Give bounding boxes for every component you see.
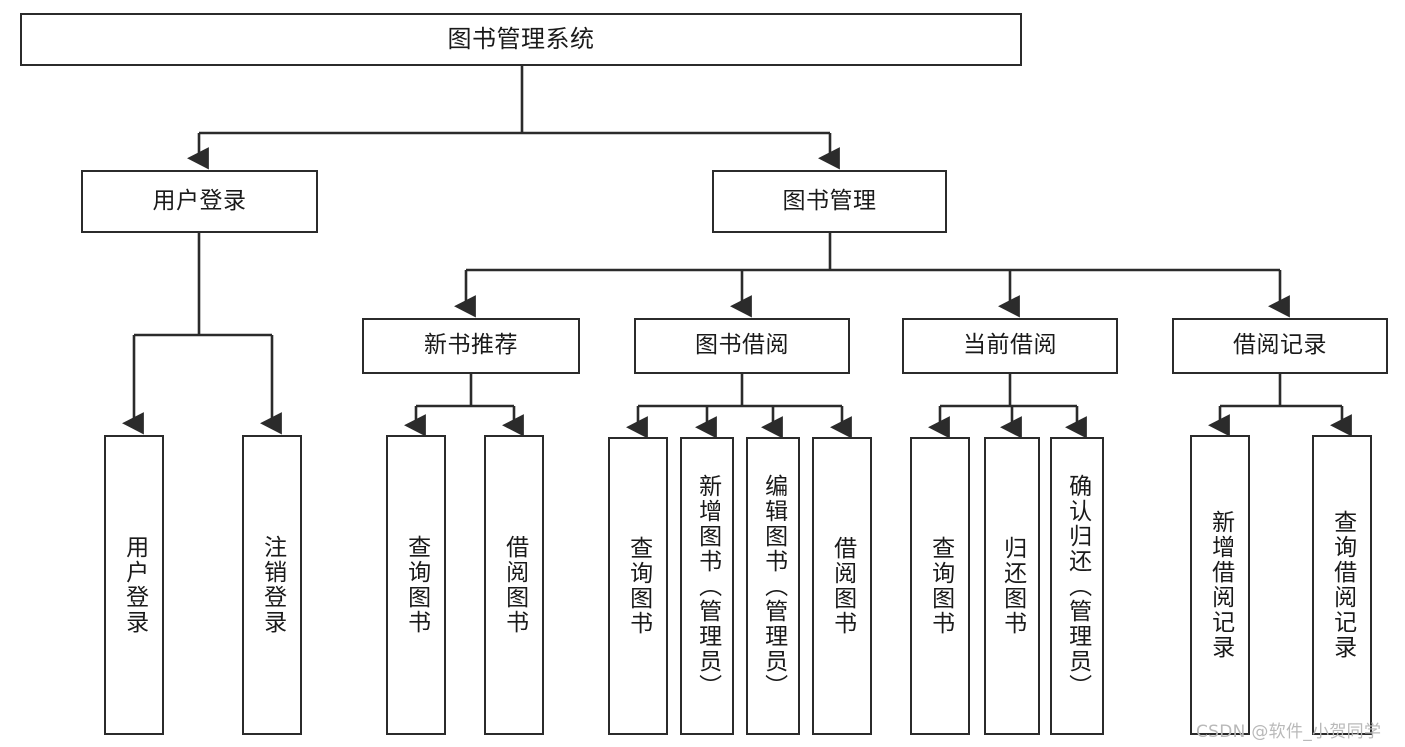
leaf-edit-book-admin-label: 编辑图书（管理员） [760,473,787,699]
node-new-book-recommend[interactable]: 新书推荐 [362,318,580,374]
node-borrow-record[interactable]: 借阅记录 [1172,318,1388,374]
leaf-add-book-admin[interactable]: 新增图书（管理员） [680,437,734,735]
node-current-borrow-label: 当前借阅 [963,332,1057,359]
leaf-query-book-current[interactable]: 查询图书 [910,437,970,735]
leaf-query-borrow-record-label: 查询借阅记录 [1329,510,1356,660]
leaf-query-book-borrow-label: 查询图书 [625,536,652,636]
leaf-query-book-current-label: 查询图书 [927,536,954,636]
node-book-management-label: 图书管理 [782,187,877,214]
leaf-logout-label: 注销登录 [259,535,286,635]
leaf-return-book-label: 归还图书 [999,536,1026,636]
leaf-query-borrow-record[interactable]: 查询借阅记录 [1312,435,1372,735]
leaf-confirm-return-admin[interactable]: 确认归还（管理员） [1050,437,1104,735]
node-current-borrow[interactable]: 当前借阅 [902,318,1118,374]
node-user-login-label: 用户登录 [152,187,247,214]
node-book-borrow[interactable]: 图书借阅 [634,318,850,374]
node-root-label: 图书管理系统 [447,25,595,54]
leaf-edit-book-admin[interactable]: 编辑图书（管理员） [746,437,800,735]
leaf-add-borrow-record-label: 新增借阅记录 [1207,510,1234,660]
leaf-return-book[interactable]: 归还图书 [984,437,1040,735]
node-book-management[interactable]: 图书管理 [712,170,947,233]
leaf-borrow-book-recommend[interactable]: 借阅图书 [484,435,544,735]
leaf-user-login-label: 用户登录 [121,535,148,635]
node-root[interactable]: 图书管理系统 [20,13,1022,66]
node-borrow-record-label: 借阅记录 [1233,332,1327,359]
leaf-logout[interactable]: 注销登录 [242,435,302,735]
csdn-watermark: CSDN @软件_小贺同学 [1196,722,1382,742]
leaf-query-book-recommend[interactable]: 查询图书 [386,435,446,735]
leaf-borrow-book-label: 借阅图书 [829,536,856,636]
leaf-query-book-recommend-label: 查询图书 [403,535,430,635]
node-book-borrow-label: 图书借阅 [695,332,789,359]
leaf-borrow-book[interactable]: 借阅图书 [812,437,872,735]
leaf-borrow-book-recommend-label: 借阅图书 [501,535,528,635]
leaf-user-login[interactable]: 用户登录 [104,435,164,735]
leaf-query-book-borrow[interactable]: 查询图书 [608,437,668,735]
node-user-login[interactable]: 用户登录 [81,170,318,233]
leaf-add-book-admin-label: 新增图书（管理员） [694,473,721,699]
leaf-add-borrow-record[interactable]: 新增借阅记录 [1190,435,1250,735]
node-new-book-recommend-label: 新书推荐 [424,332,518,359]
leaf-confirm-return-admin-label: 确认归还（管理员） [1064,473,1091,699]
